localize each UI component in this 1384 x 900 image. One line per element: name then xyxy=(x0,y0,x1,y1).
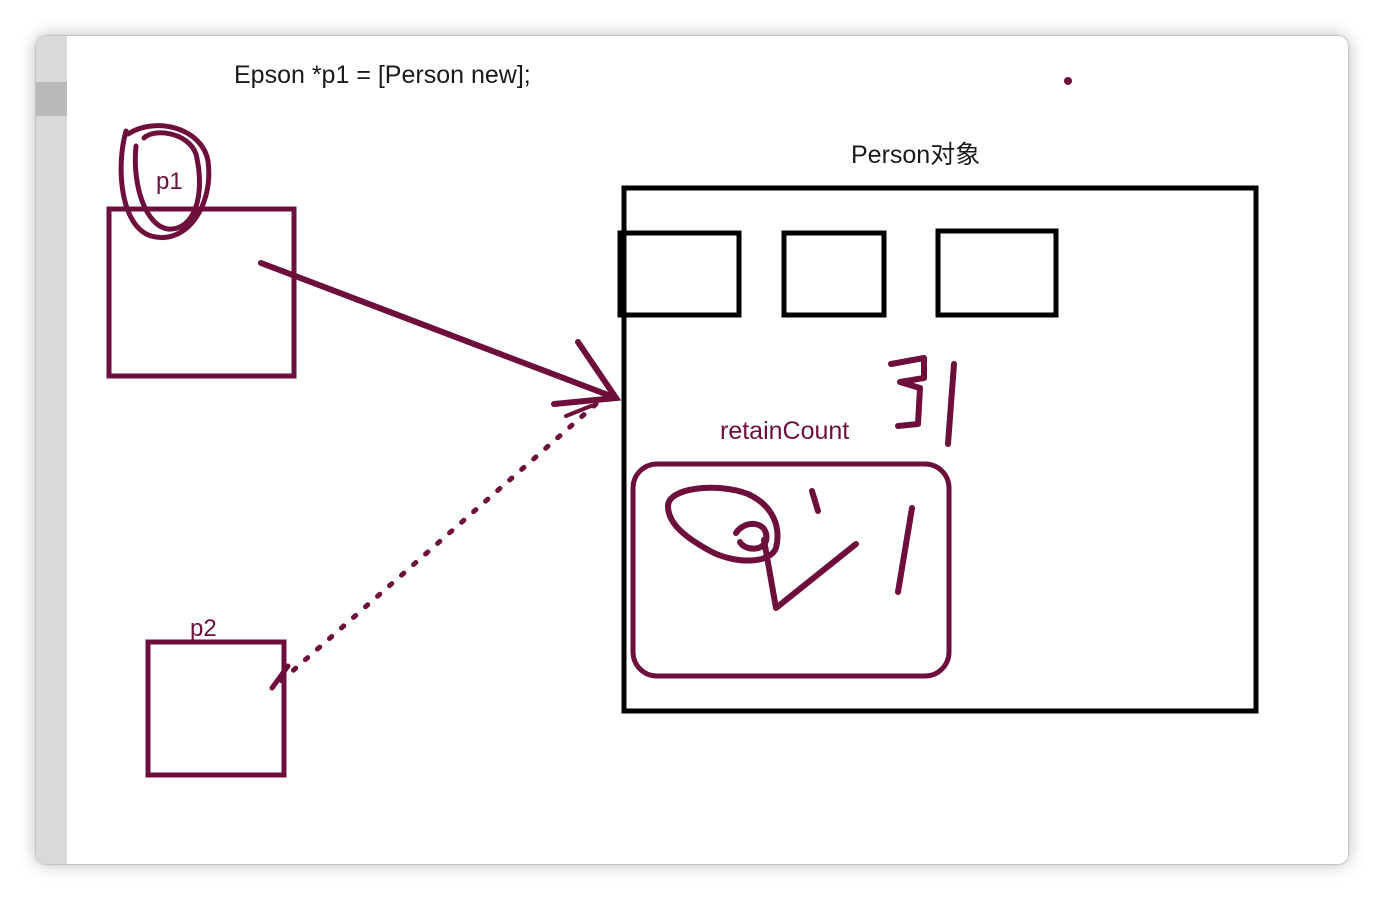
sidebar-tab[interactable] xyxy=(36,82,67,116)
retain-count-box xyxy=(630,461,952,679)
pointer-p1-label: p1 xyxy=(156,168,183,195)
whiteboard-window: Epson *p1 = [Person new]; Person对象 p1 p2 xyxy=(36,36,1348,864)
pointer-p1-box xyxy=(106,206,297,379)
p2-dotted-arrow xyxy=(269,401,599,691)
pointer-p2-label: p2 xyxy=(190,615,217,642)
member-slot-2 xyxy=(781,230,887,318)
member-slot-1 xyxy=(617,230,742,318)
p1-circle-scribble xyxy=(118,123,212,240)
object-label: Person对象 xyxy=(851,141,980,169)
code-line: Epson *p1 = [Person new]; xyxy=(234,61,531,89)
p1-reference-arrow xyxy=(258,260,622,407)
pointer-p2-box xyxy=(145,639,287,778)
member-slot-3 xyxy=(935,228,1059,318)
sidebar-strip xyxy=(36,36,67,864)
handwritten-count-scribble xyxy=(665,484,915,611)
retain-count-label: retainCount xyxy=(720,417,849,445)
drawing-canvas: Epson *p1 = [Person new]; Person对象 p1 p2 xyxy=(106,61,1259,778)
handwritten-yin xyxy=(888,355,957,447)
stray-dot xyxy=(1064,77,1072,85)
person-object-box xyxy=(621,185,1259,714)
